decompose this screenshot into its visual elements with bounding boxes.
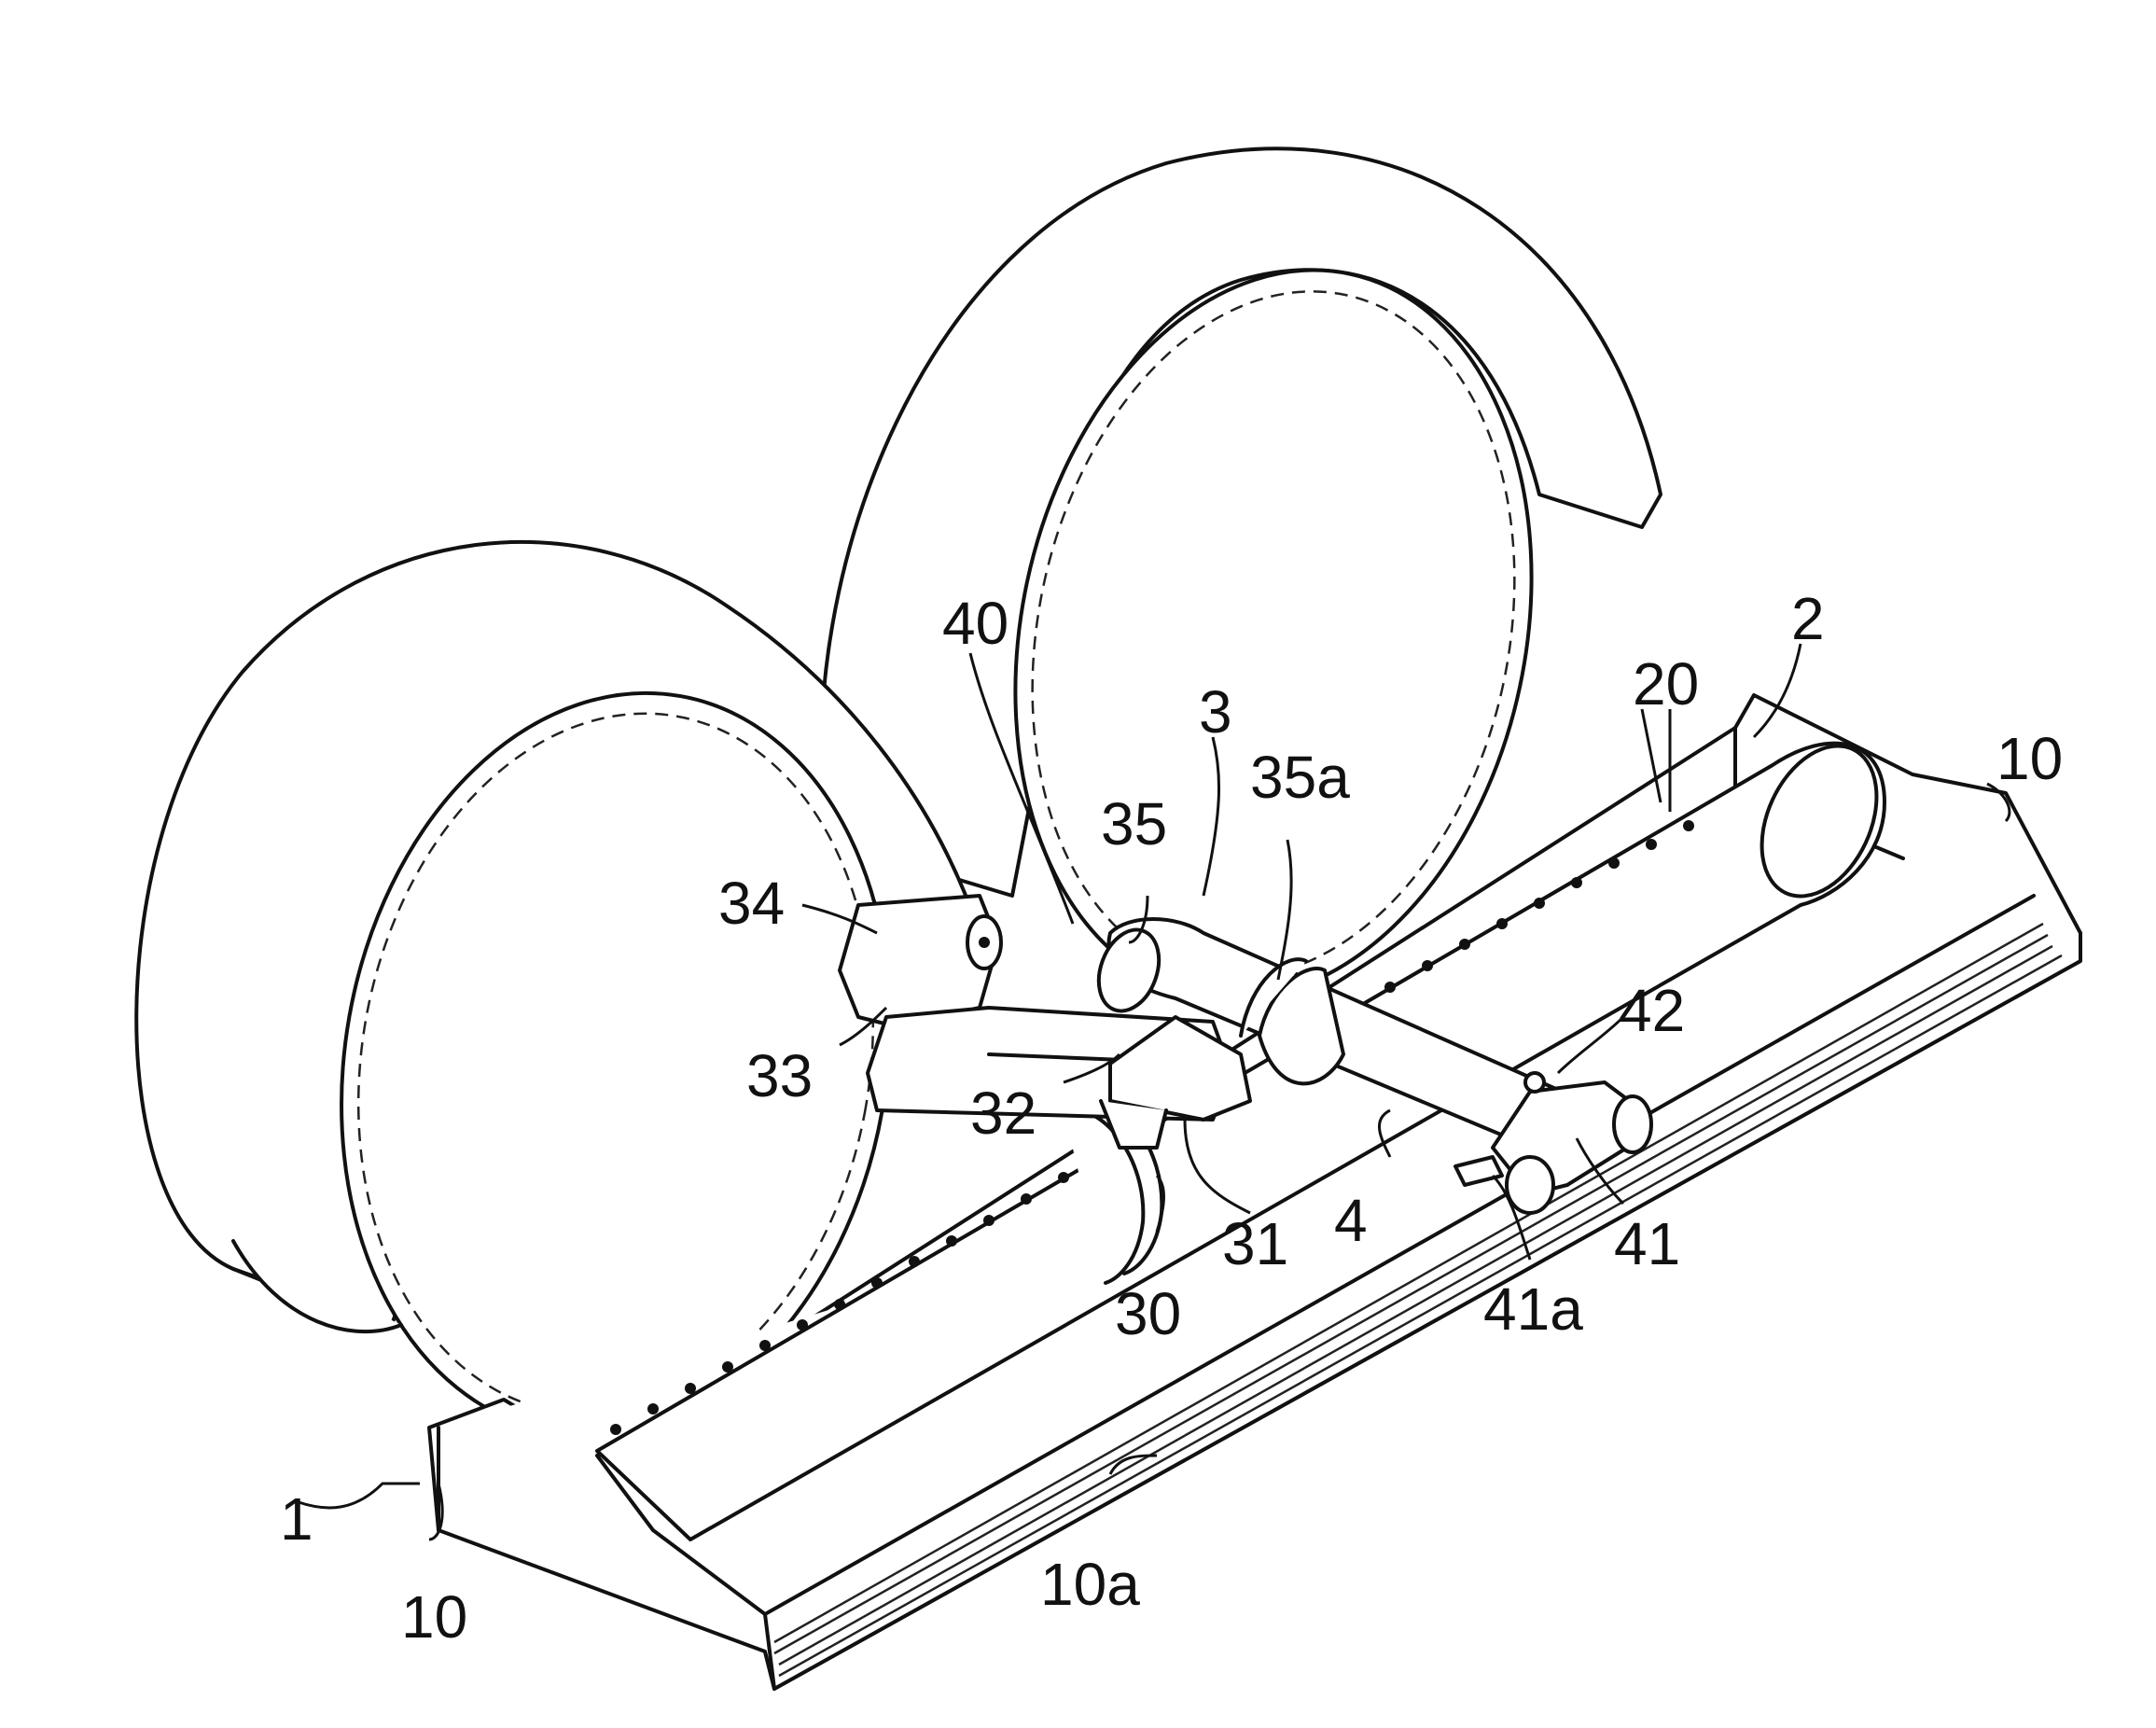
label-35a: 35a [1250,744,1350,811]
label-33: 33 [746,1042,813,1109]
bracket-34 [840,896,1001,1026]
label-32: 32 [970,1080,1036,1147]
label-10a: 10a [1040,1551,1140,1618]
label-4: 4 [1334,1187,1368,1254]
label-40: 40 [942,590,1008,657]
label-10-right: 10 [1996,725,2063,792]
label-20: 20 [1633,650,1699,718]
label-41a: 41a [1483,1275,1583,1343]
label-41: 41 [1614,1210,1680,1277]
label-31: 31 [1222,1210,1288,1277]
label-3: 3 [1199,678,1232,746]
label-35: 35 [1101,790,1167,857]
label-2: 2 [1791,585,1825,652]
label-10-left: 10 [401,1583,467,1651]
label-34: 34 [718,870,785,937]
label-30: 30 [1115,1280,1181,1347]
label-42: 42 [1619,977,1685,1044]
label-1: 1 [280,1485,313,1553]
